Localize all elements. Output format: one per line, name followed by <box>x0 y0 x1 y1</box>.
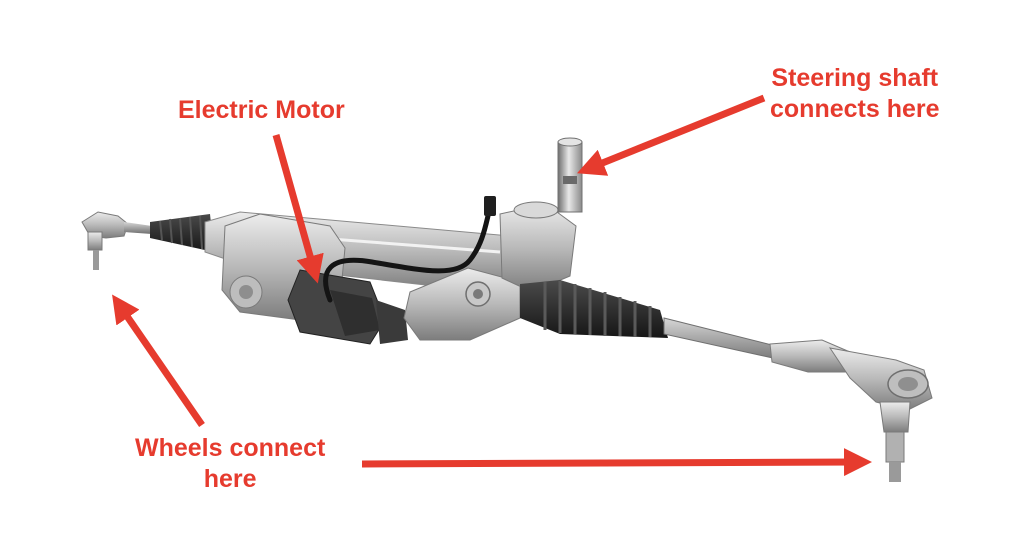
left-rubber-boot <box>150 214 214 252</box>
left-wheel-arrow <box>112 294 205 427</box>
right-tie-rod <box>663 317 851 373</box>
pinion-housing <box>403 201 577 341</box>
wheels-label: Wheels connect here <box>135 433 325 495</box>
wheels-text-line1: Wheels connect <box>135 434 326 462</box>
left-tie-rod-end <box>81 211 152 270</box>
wheels-text-line2: here <box>203 465 257 493</box>
right-rubber-boot <box>520 280 668 338</box>
motor-wire <box>323 205 493 303</box>
motor-arrow <box>272 134 324 284</box>
electric-motor-text: Electric Motor <box>178 96 345 124</box>
steering-shaft-label: Steering shaft connects here <box>770 63 940 125</box>
electric-motor-label: Electric Motor <box>178 95 345 126</box>
steering-shaft-text-line1: Steering shaft <box>771 64 939 92</box>
annotation-arrows <box>112 94 872 477</box>
right-wheel-arrow <box>361 448 872 477</box>
shaft-arrow <box>577 94 766 176</box>
steering-shaft-text-line2: connects here <box>770 95 940 123</box>
steering-input-shaft <box>557 137 583 213</box>
electric-motor <box>221 213 408 345</box>
right-tie-rod-end <box>828 347 933 482</box>
wire-connector <box>484 196 496 216</box>
